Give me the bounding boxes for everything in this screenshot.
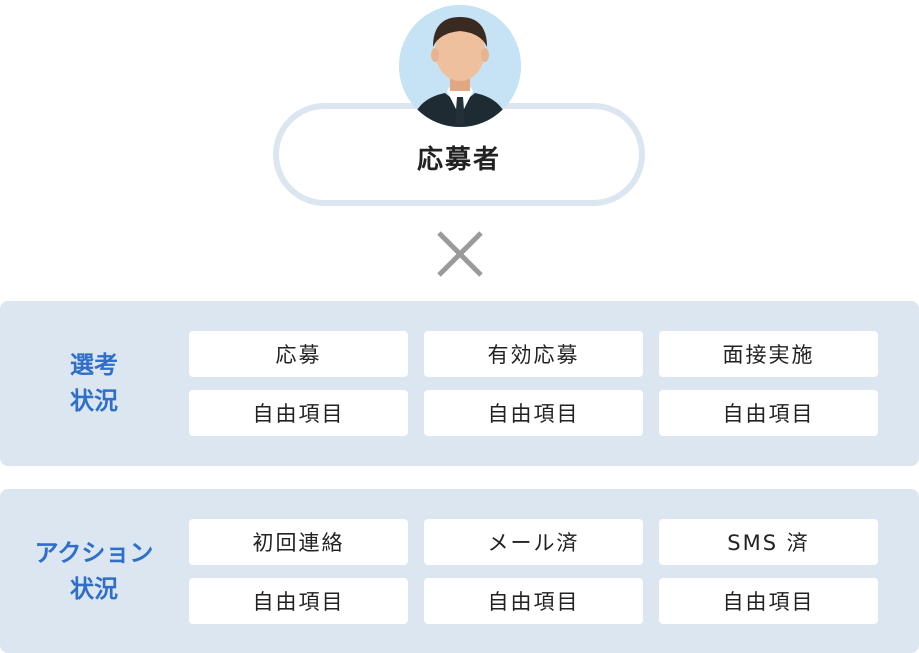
applicant-label: 応募者 — [416, 145, 501, 175]
selection-status-panel: 選考 状況 応募 有効応募 面接実施 自由項目 自由項目 自由項目 — [0, 301, 919, 466]
panel-label: アクション 状況 — [0, 535, 188, 607]
action-status-panel: アクション 状況 初回連絡 メール済 SMS 済 自由項目 自由項目 自由項目 — [0, 489, 919, 653]
panel-label-line: 状況 — [70, 575, 118, 603]
status-cell: SMS 済 — [659, 519, 878, 565]
custom-field-cell: 自由項目 — [424, 578, 643, 624]
panel-label-line: アクション — [34, 539, 154, 567]
applicant-pill: 応募者 — [273, 103, 645, 206]
panel-label-line: 状況 — [70, 387, 118, 415]
status-cell: メール済 — [424, 519, 643, 565]
custom-field-cell: 自由項目 — [424, 390, 643, 436]
status-cell: 応募 — [189, 331, 408, 377]
panel-label-line: 選考 — [70, 351, 118, 379]
custom-field-cell: 自由項目 — [189, 390, 408, 436]
status-cell: 有効応募 — [424, 331, 643, 377]
status-cell: 初回連絡 — [189, 519, 408, 565]
panel-label: 選考 状況 — [0, 347, 188, 419]
custom-field-cell: 自由項目 — [659, 390, 878, 436]
custom-field-cell: 自由項目 — [659, 578, 878, 624]
person-avatar-icon — [399, 5, 521, 127]
status-cell: 面接実施 — [659, 331, 878, 377]
custom-field-cell: 自由項目 — [189, 578, 408, 624]
multiply-icon — [436, 230, 484, 278]
